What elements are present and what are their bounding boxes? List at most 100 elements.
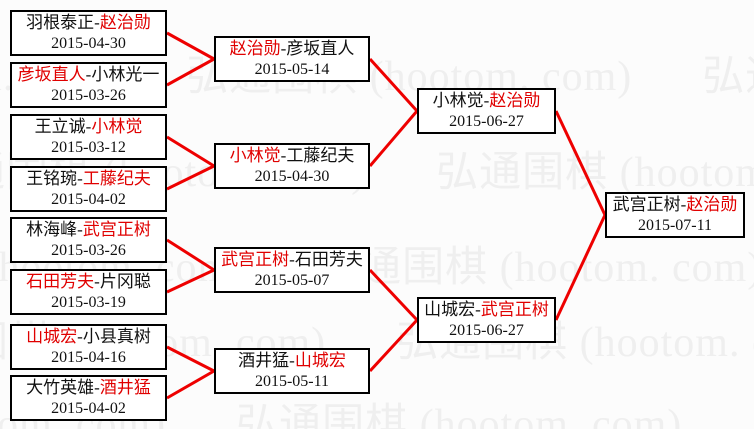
connector-line (166, 345, 215, 373)
match-date: 2015-04-30 (254, 168, 330, 185)
player2-name: 小林觉 (91, 117, 143, 136)
player1-name: 武宫正树 (612, 195, 681, 214)
connector-line (368, 57, 419, 113)
match-box-r2-1: 赵治勋-彦坂直人 2015-05-14 (214, 36, 370, 82)
watermark-text: 弘通围棋 (hootom. com) (316, 245, 754, 291)
match-players: 石田芳夫-片冈聪 (12, 271, 165, 292)
player1-name: 林海峰 (26, 220, 78, 239)
player2-name: 片冈聪 (99, 272, 151, 291)
match-date: 2015-04-02 (51, 191, 126, 208)
vs-separator: - (94, 13, 100, 32)
match-players: 彦坂直人-小林光一 (12, 64, 165, 85)
player1-name: 武宫正树 (221, 250, 290, 269)
connector-line (368, 268, 419, 322)
vs-separator: - (94, 378, 100, 397)
connector-line (368, 110, 419, 167)
watermark-text: 弘通围棋 (hootom. com) (752, 402, 754, 429)
player1-name: 羽根泰正 (26, 13, 95, 32)
vs-separator: - (475, 300, 481, 319)
vs-separator: - (77, 220, 83, 239)
match-date: 2015-04-30 (51, 35, 126, 52)
match-date: 2015-04-02 (51, 400, 126, 417)
player1-name: 小林觉 (432, 91, 484, 110)
player2-name: 酒井猛 (99, 378, 151, 397)
connector-line (166, 238, 215, 272)
match-players: 山城宏-武宫正树 (419, 299, 554, 320)
vs-separator: - (77, 327, 83, 346)
match-box-r2-3: 武宫正树-石田芳夫 2015-05-07 (214, 247, 370, 293)
match-players: 小林觉-工藤纪夫 (216, 145, 368, 166)
player2-name: 赵治勋 (99, 13, 151, 32)
vs-separator: - (289, 250, 295, 269)
player1-name: 酒井猛 (238, 351, 290, 370)
connector-line (166, 369, 215, 400)
vs-separator: - (280, 39, 287, 58)
connector-line (554, 214, 607, 321)
vs-separator: - (85, 117, 92, 136)
player2-name: 赵治勋 (686, 195, 738, 214)
vs-separator: - (289, 351, 295, 370)
match-players: 山城宏-小县真树 (12, 326, 165, 347)
player1-name: 大竹英雄 (26, 378, 95, 397)
match-box-r1-2: 彦坂直人-小林光一 2015-03-26 (10, 62, 167, 108)
match-date: 2015-03-26 (51, 87, 126, 104)
match-box-r2-4: 酒井猛-山城宏 2015-05-11 (214, 348, 370, 394)
match-players: 王立诚-小林觉 (12, 116, 165, 137)
vs-separator: - (77, 169, 83, 188)
match-players: 酒井猛-山城宏 (216, 350, 368, 371)
match-players: 羽根泰正-赵治勋 (12, 12, 165, 33)
player2-name: 小县真树 (82, 327, 151, 346)
match-date: 2015-06-27 (449, 322, 524, 339)
player1-name: 石田芳夫 (26, 272, 95, 291)
match-players: 小林觉-赵治勋 (419, 90, 554, 111)
player2-name: 山城宏 (294, 351, 346, 370)
match-box-sf-2: 山城宏-武宫正树 2015-06-27 (417, 297, 556, 343)
match-box-sf-1: 小林觉-赵治勋 2015-06-27 (417, 88, 556, 134)
player1-name: 山城宏 (424, 300, 476, 319)
player1-name: 王铭琬 (26, 169, 78, 188)
match-players: 赵治勋-彦坂直人 (216, 38, 368, 59)
match-box-r1-1: 羽根泰正-赵治勋 2015-04-30 (10, 10, 167, 56)
player2-name: 武宫正树 (480, 300, 549, 319)
player1-name: 小林觉 (229, 146, 281, 165)
vs-separator: - (85, 65, 92, 84)
player1-name: 赵治勋 (229, 39, 281, 58)
vs-separator: - (483, 91, 490, 110)
connector-line (166, 57, 215, 87)
match-box-r1-5: 林海峰-武宫正树 2015-03-26 (10, 217, 167, 263)
connector-line (166, 31, 215, 61)
match-players: 王铭琬-工藤纪夫 (12, 168, 165, 189)
match-date: 2015-07-11 (637, 217, 713, 234)
connector-line (166, 268, 215, 294)
match-date: 2015-03-26 (51, 242, 126, 259)
match-players: 大竹英雄-酒井猛 (12, 377, 165, 398)
match-box-r2-2: 小林觉-工藤纪夫 2015-04-30 (214, 143, 370, 189)
watermark-text: 弘通围棋 (hootom. com) (702, 54, 754, 100)
match-date: 2015-04-16 (51, 349, 126, 366)
match-players: 武宫正树-赵治勋 (607, 194, 743, 215)
vs-separator: - (680, 195, 687, 214)
watermark-text: 弘通围棋 (hootom. com) (236, 402, 683, 429)
connector-line (166, 164, 215, 191)
match-box-final: 武宫正树-赵治勋 2015-07-11 (605, 192, 745, 238)
vs-separator: - (280, 146, 287, 165)
match-box-r1-3: 王立诚-小林觉 2015-03-12 (10, 114, 167, 160)
match-box-r1-7: 山城宏-小县真树 2015-04-16 (10, 324, 167, 370)
match-box-r1-8: 大竹英雄-酒井猛 2015-04-02 (10, 375, 167, 421)
player2-name: 彦坂直人 (286, 39, 355, 58)
player1-name: 王立诚 (34, 117, 86, 136)
player2-name: 石田芳夫 (294, 250, 363, 269)
match-players: 林海峰-武宫正树 (12, 219, 165, 240)
match-date: 2015-06-27 (449, 113, 524, 130)
player1-name: 彦坂直人 (17, 65, 86, 84)
match-box-r1-4: 王铭琬-工藤纪夫 2015-04-02 (10, 166, 167, 212)
player1-name: 山城宏 (26, 327, 78, 346)
match-box-r1-6: 石田芳夫-片冈聪 2015-03-19 (10, 269, 167, 315)
match-date: 2015-03-19 (51, 294, 126, 311)
vs-separator: - (94, 272, 100, 291)
connector-line (554, 110, 607, 216)
match-players: 武宫正树-石田芳夫 (216, 249, 368, 270)
watermark-text: 弘通围棋 (hootom. com) (436, 150, 754, 196)
